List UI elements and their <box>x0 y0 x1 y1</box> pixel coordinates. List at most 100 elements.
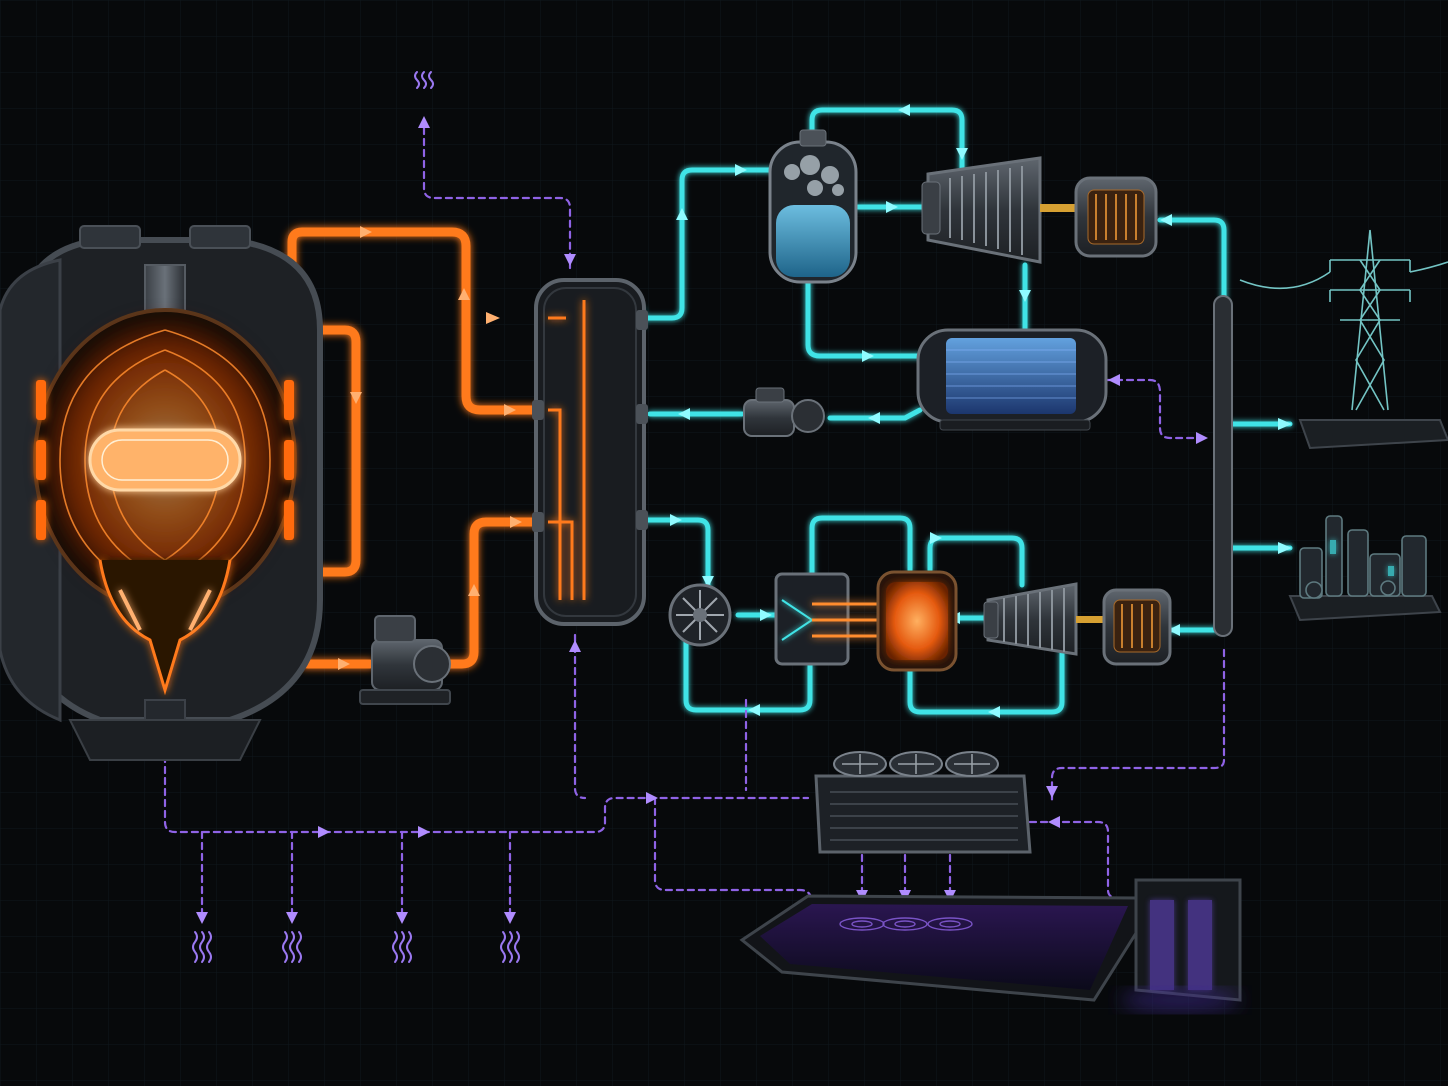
flow-arrow-icon <box>564 254 576 266</box>
pipe-reactor-to-hx-upper <box>287 227 545 415</box>
generator-lower <box>1102 588 1172 666</box>
compressor-icon <box>668 583 732 647</box>
waterfall-outlet <box>1120 878 1242 1012</box>
flow-arrow-icon <box>1196 432 1208 444</box>
factory-icon <box>1299 515 1427 599</box>
tank-icon <box>768 129 858 284</box>
fusion-reactor <box>0 225 323 761</box>
pipe-reactor-to-cooler <box>163 688 810 834</box>
pipe-cooler-to-basin <box>653 796 814 902</box>
pipe-cooler-to-outlet <box>1028 820 1142 900</box>
flow-arrow-icon <box>1278 418 1292 430</box>
pipe-separator-top-to-turbine <box>809 107 965 173</box>
turbine-icon <box>921 156 1076 264</box>
industrial-plant <box>1288 515 1442 622</box>
steam-turbine <box>921 156 1076 264</box>
generator-upper <box>1074 176 1158 258</box>
flow-arrow-icon <box>1046 786 1058 798</box>
waste-heat-icon <box>392 931 412 963</box>
pipe-bus-to-cooler <box>1050 648 1226 802</box>
pipe-hx-to-compressor <box>642 517 711 593</box>
flow-arrow-icon <box>159 104 1292 924</box>
flow-arrow-icon <box>930 532 942 544</box>
pump-icon <box>359 615 451 705</box>
heater-icon <box>876 570 958 672</box>
flow-arrow-icon <box>702 576 714 588</box>
pipe-heater-bottom-loop <box>907 649 1065 715</box>
flow-arrow-icon <box>1278 542 1292 554</box>
tokamak-icon <box>0 225 323 761</box>
flow-arrow-icon <box>678 408 690 420</box>
pipe-reactor-side-loop <box>307 325 361 577</box>
heat-exchanger-icon <box>532 278 648 626</box>
power-bus-column <box>1213 295 1233 637</box>
flow-arrow-icon <box>468 584 480 596</box>
pipe-condenser-to-feedpump <box>827 407 923 421</box>
pipe-condenser-to-bus <box>1103 378 1207 440</box>
flow-arrow-icon <box>504 912 516 924</box>
flow-arrow-icon <box>458 288 470 300</box>
flow-arrow-icon <box>646 792 658 804</box>
flow-arrow-icon <box>676 208 688 220</box>
recuperator-icon <box>774 572 880 666</box>
flow-arrow-icon <box>886 201 898 213</box>
pipe-hx-to-cooler <box>573 633 587 800</box>
waste-heat-icon <box>500 931 520 963</box>
turbine-icon <box>983 582 1106 656</box>
flow-arrow-icon <box>1048 816 1060 828</box>
flow-arrow-icon <box>318 826 330 838</box>
flow-arrow-icon <box>988 706 1000 718</box>
heat-exchanger <box>532 278 648 626</box>
flow-arrow-icon <box>510 516 522 528</box>
gas-turbine <box>983 582 1106 656</box>
waterfall-icon <box>1120 878 1242 1012</box>
flow-arrow-icon <box>1168 624 1180 636</box>
flow-arrow-icon <box>1019 290 1031 302</box>
pump-icon <box>743 387 825 437</box>
flow-arrow-icon <box>350 392 362 404</box>
flow-arrow-icon <box>670 514 682 526</box>
flow-arrow-icon <box>418 116 430 128</box>
cooling-loop-pipes <box>163 126 1226 922</box>
flow-arrow-icon <box>286 912 298 924</box>
dry-cooler <box>814 751 1032 854</box>
flow-arrow-icon <box>1160 214 1172 226</box>
waste-heat-icon <box>282 931 302 963</box>
waste-heat-icon <box>414 71 434 89</box>
cooling-basin <box>739 894 1140 1002</box>
pipe-heater-top-loop <box>927 535 1025 588</box>
heater <box>876 570 958 672</box>
steam-separator <box>768 129 858 284</box>
flow-arrow-icon <box>748 704 760 716</box>
water-basin-icon <box>739 894 1140 1002</box>
flow-arrow-icon <box>504 404 516 416</box>
primary-pump <box>359 615 451 705</box>
pipe-separator-to-condenser <box>805 279 923 359</box>
flow-arrow-icon <box>338 658 350 670</box>
flow-arrow-icon <box>396 912 408 924</box>
power-tower <box>1239 229 1448 450</box>
flow-arrow-icon <box>760 609 772 621</box>
flow-arrow-icon <box>486 312 500 324</box>
condenser-icon <box>916 328 1108 431</box>
pipe-vent-to-hx <box>422 126 572 270</box>
pipe-recuperator-top-loop <box>809 515 913 578</box>
flow-arrow-icon <box>868 412 880 424</box>
flow-arrow-icon <box>862 350 874 362</box>
cooler-fans-icon <box>814 751 1032 854</box>
transmission-tower-icon <box>1239 229 1448 411</box>
flow-arrow-icon <box>898 104 910 116</box>
flow-arrow-icon <box>360 226 372 238</box>
pipe-hx-to-separator <box>642 167 778 321</box>
generator-icon <box>1102 588 1172 666</box>
condenser <box>916 328 1108 431</box>
flow-arrow-icon <box>418 826 430 838</box>
flow-arrow-icon <box>735 164 747 176</box>
flow-arrow-icon <box>1108 374 1120 386</box>
flow-arrow-icon <box>196 912 208 924</box>
waste-heat-markers <box>192 71 520 963</box>
flow-arrow-icon <box>569 640 581 652</box>
feed-pump <box>743 387 825 437</box>
